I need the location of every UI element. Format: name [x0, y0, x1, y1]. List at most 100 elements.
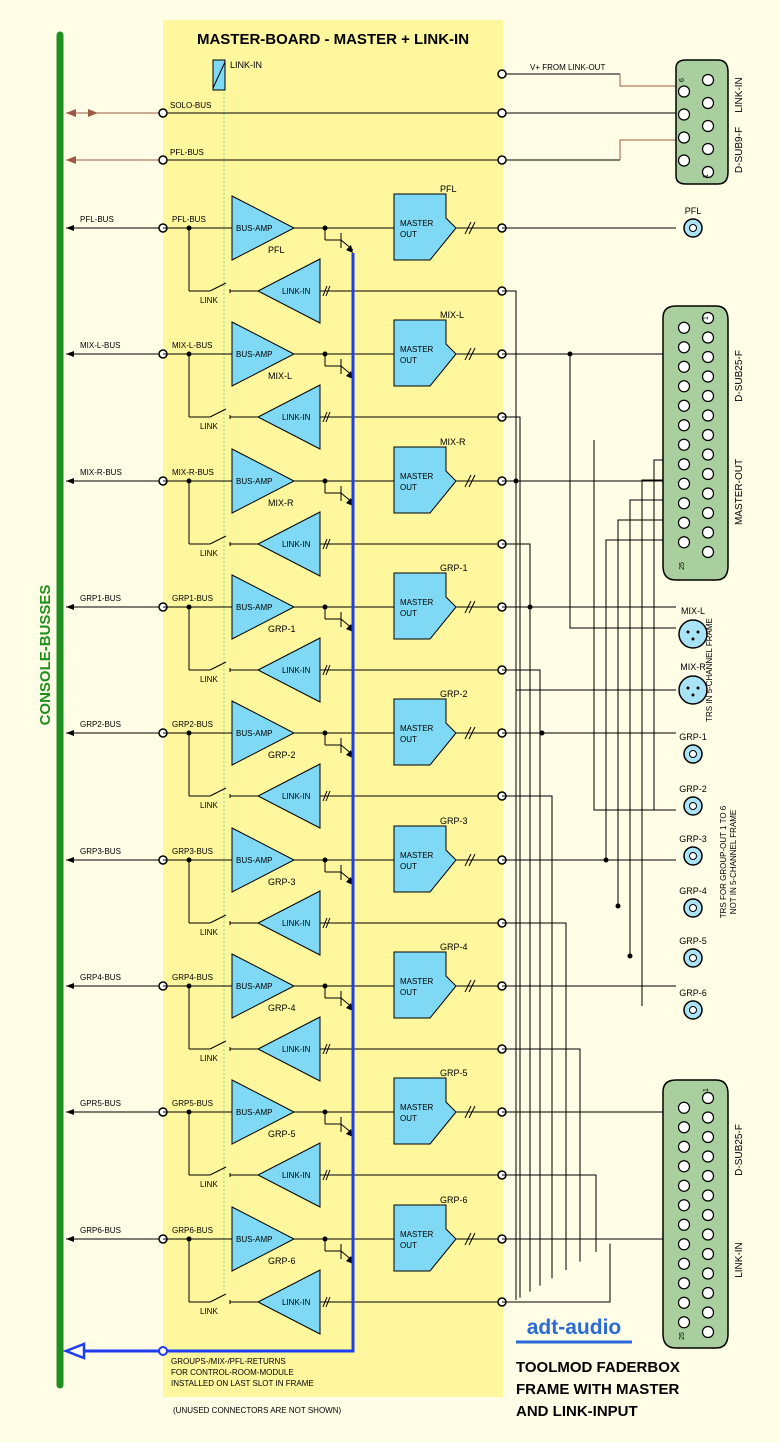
pin: [701, 370, 715, 383]
pin: [677, 1316, 691, 1329]
channel-out-slash-b: [468, 221, 476, 235]
route-wire: [629, 499, 676, 956]
master-out-label-1: MASTER: [400, 1103, 434, 1112]
grp5-socket-label: GRP-5: [679, 936, 707, 946]
dsub9-name: LINK-IN: [734, 77, 745, 113]
pin: [701, 389, 715, 403]
link-in-slash-a: [322, 664, 328, 676]
mixl-socket-pin: [691, 637, 695, 641]
solo-bus-label: SOLO-BUS: [170, 101, 211, 110]
bus-amp-name: GRP-1: [268, 624, 296, 634]
pin: [701, 119, 715, 133]
channel-bus-arrow: [66, 857, 74, 863]
channel-left-label: GPR5-BUS: [80, 1099, 121, 1108]
pin: [677, 497, 691, 510]
channel-link-switch: [209, 282, 227, 292]
bus-amp-name: GRP-5: [268, 1129, 296, 1139]
pin: [701, 448, 715, 461]
link-in-slash-a: [322, 285, 328, 297]
channel-bus-arrow: [66, 1236, 74, 1242]
bus-amp-name: GRP-3: [268, 877, 296, 887]
route-wire: [502, 416, 521, 1298]
mixr-socket-outer: [678, 675, 708, 705]
vplus-terminal: [497, 69, 507, 79]
pin: [677, 85, 691, 98]
master-out-label-1: MASTER: [400, 851, 434, 860]
pin: [701, 142, 715, 156]
grp1-socket-label: GRP-1: [679, 732, 707, 742]
channel-link-switch: [209, 661, 227, 671]
channel-bus-label: GRP2-BUS: [172, 720, 213, 729]
dsub25-in-pins: [677, 1091, 715, 1339]
solo-bus-arrow-left: [66, 109, 76, 117]
pin: [677, 154, 691, 167]
pin: [701, 1247, 715, 1261]
pin: [701, 526, 715, 539]
pin: [677, 1257, 691, 1270]
channel-left-label: GRP4-BUS: [80, 973, 121, 982]
master-out-label-2: OUT: [400, 609, 417, 618]
dsub25-in-name: LINK-IN: [734, 1242, 745, 1278]
pfl-bus-top-label: PFL-BUS: [170, 148, 204, 157]
channel-bus-label: GRP3-BUS: [172, 847, 213, 856]
bus-amp-triangle: [231, 195, 296, 261]
pin: [701, 1267, 715, 1280]
channel-out-slash-a: [464, 600, 472, 614]
channel-left-label: GRP1-BUS: [80, 594, 121, 603]
channel-link-switch: [209, 787, 227, 797]
returns-note-2: FOR CONTROL-ROOM-MODULE: [171, 1368, 294, 1377]
pin: [701, 1150, 715, 1163]
route-wire: [605, 539, 676, 860]
pin: [701, 165, 715, 179]
pin: [677, 321, 691, 334]
pin: [701, 487, 715, 500]
route-wire: [502, 922, 567, 1270]
channel-link-label: LINK: [200, 549, 218, 558]
bus-amp-triangle: [231, 1206, 296, 1272]
route-wire: [502, 290, 517, 1300]
channel-out-slash-a: [464, 853, 472, 867]
dsub25-in-pin-a: 1: [703, 1088, 710, 1092]
bus-amp-triangle: [231, 700, 296, 766]
master-out-label-2: OUT: [400, 735, 417, 744]
link-in-slash-a: [322, 1296, 328, 1308]
link-in-label: LINK-IN: [282, 1171, 311, 1180]
channel-link-switch: [209, 1293, 227, 1303]
channel-link-label: LINK: [200, 801, 218, 810]
linkin-relay-label: LINK-IN: [230, 60, 262, 70]
vplus-link-line: [619, 74, 676, 87]
channel-bus-label: PFL-BUS: [172, 215, 206, 224]
mixl-socket-label: MIX-L: [681, 606, 705, 616]
master-out-label-1: MASTER: [400, 472, 434, 481]
channel-out-slash-a: [464, 979, 472, 993]
channel-link-label: LINK: [200, 675, 218, 684]
channel-link-label: LINK: [200, 422, 218, 431]
channel-bus-label: GRP1-BUS: [172, 594, 213, 603]
board-title: MASTER-BOARD - MASTER + LINK-IN: [197, 31, 469, 48]
bus-amp-name: GRP-2: [268, 750, 296, 760]
pin: [701, 467, 715, 481]
channel-link-label: LINK: [200, 1307, 218, 1316]
channel-left-label: MIX-R-BUS: [80, 468, 122, 477]
channel-pfl-arrowhead: [346, 371, 353, 379]
master-out-name: MIX-R: [440, 437, 466, 447]
channel-bus-label: MIX-R-BUS: [172, 468, 214, 477]
channel-left-label: MIX-L-BUS: [80, 341, 120, 350]
channel-out-slash-a: [464, 221, 472, 235]
link-in-label: LINK-IN: [282, 413, 311, 422]
master-out-label-1: MASTER: [400, 1230, 434, 1239]
master-out-label-1: MASTER: [400, 724, 434, 733]
bus-amp-triangle: [231, 1079, 296, 1145]
channel-out-slash-b: [468, 1232, 476, 1246]
channel-out-slash-b: [468, 347, 476, 361]
bus-amp-triangle: [231, 448, 296, 514]
master-out-label-1: MASTER: [400, 598, 434, 607]
master-out-name: PFL: [440, 184, 457, 194]
pin: [677, 1179, 691, 1192]
pin: [677, 458, 691, 471]
